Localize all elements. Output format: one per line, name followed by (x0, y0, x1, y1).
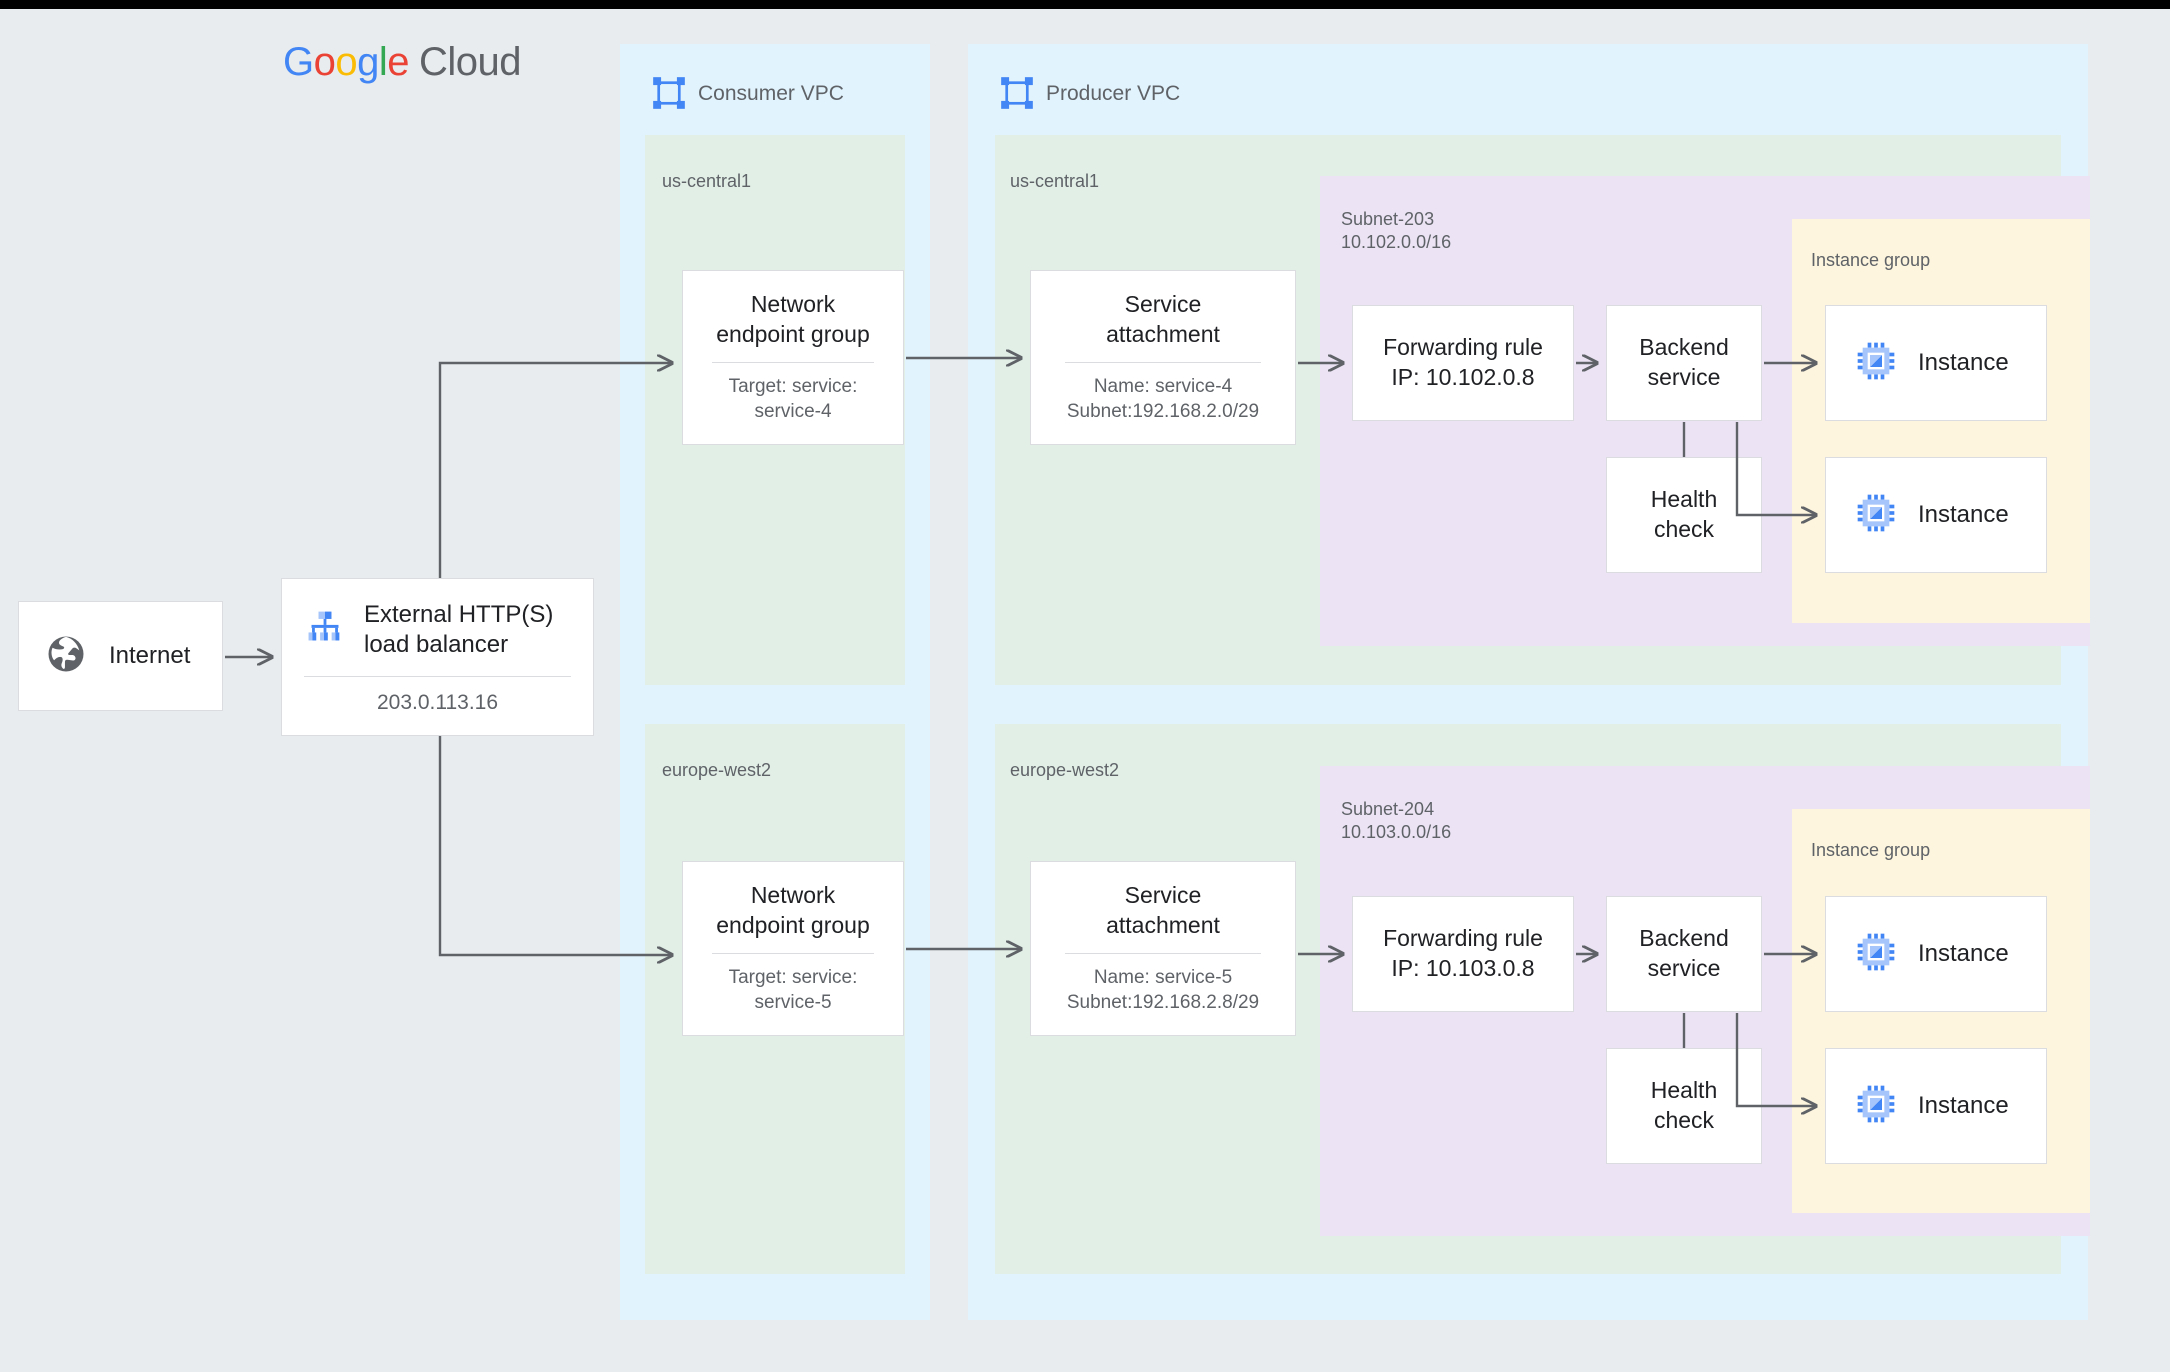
health-check-line1: Health (1650, 486, 1718, 513)
forwarding-rule-line1: Forwarding rule (1383, 925, 1543, 952)
forwarding-rule-203[interactable]: Forwarding rule IP: 10.102.0.8 (1352, 305, 1574, 421)
external-http-load-balancer-node[interactable]: External HTTP(S) load balancer 203.0.113… (281, 578, 594, 736)
logo-word-cloud: Cloud (419, 40, 522, 84)
producer-region-us-central1-label: us-central1 (1010, 171, 1100, 191)
internet-node[interactable]: Internet (18, 601, 223, 711)
card-divider (1065, 362, 1261, 364)
consumer-region-us-central1-label: us-central1 (662, 171, 752, 191)
instance-group-204-label: Instance group (1811, 840, 1931, 860)
forwarding-rule-line2: IP: 10.103.0.8 (1391, 955, 1535, 981)
globe-icon (45, 633, 87, 680)
instance-label: Instance (1918, 1092, 2009, 1119)
card-divider (1065, 953, 1261, 955)
top-black-bar-extension (240, 0, 2170, 5)
chip-icon (1856, 1084, 1896, 1129)
service-attachment-title-line1: Service (1124, 882, 1202, 909)
service-attachment-name: Name: service-4 (1093, 376, 1233, 398)
logo-letter-l: l (378, 40, 388, 84)
health-check-204[interactable]: Health check (1606, 1048, 1762, 1164)
health-check-203[interactable]: Health check (1606, 457, 1762, 573)
service-attachment-subnet: Subnet:192.168.2.0/29 (1066, 400, 1260, 422)
logo-letter-o1: o (313, 40, 336, 84)
network-endpoint-group-europe-west2[interactable]: Network endpoint group Target: service: … (682, 861, 904, 1036)
backend-service-line1: Backend (1639, 925, 1729, 952)
instance-label: Instance (1918, 501, 2009, 528)
backend-service-line2: service (1647, 364, 1721, 390)
network-endpoint-group-us-central1[interactable]: Network endpoint group Target: service: … (682, 270, 904, 445)
forwarding-rule-line2: IP: 10.102.0.8 (1391, 364, 1535, 390)
subnet-203-label: Subnet-203 10.102.0.0/16 (1341, 208, 1451, 253)
forwarding-rule-204[interactable]: Forwarding rule IP: 10.103.0.8 (1352, 896, 1574, 1012)
health-check-line2: check (1653, 1107, 1715, 1133)
load-balancer-label: External HTTP(S) load balancer (364, 600, 553, 660)
subnet-204-label: Subnet-204 10.103.0.0/16 (1341, 798, 1451, 843)
vpc-icon (998, 74, 1036, 112)
backend-service-204[interactable]: Backend service (1606, 896, 1762, 1012)
instance-204-1[interactable]: Instance (1825, 896, 2047, 1012)
health-check-line1: Health (1650, 1077, 1718, 1104)
instance-203-1[interactable]: Instance (1825, 305, 2047, 421)
neg-title-line1: Network (750, 291, 836, 318)
service-attachment-name: Name: service-5 (1093, 967, 1233, 989)
subnet-203-cidr: 10.102.0.0/16 (1341, 231, 1452, 252)
chip-icon (1856, 493, 1896, 538)
service-attachment-us-central1[interactable]: Service attachment Name: service-4 Subne… (1030, 270, 1296, 445)
lb-header-row: External HTTP(S) load balancer (304, 600, 571, 660)
internet-label: Internet (109, 642, 191, 669)
logo-letter-G: G (283, 40, 314, 84)
card-divider (711, 362, 875, 364)
health-check-line2: check (1653, 516, 1715, 542)
instance-204-2[interactable]: Instance (1825, 1048, 2047, 1164)
logo-letter-g: g (357, 40, 379, 84)
neg-title-line2: endpoint group (716, 912, 870, 939)
backend-service-line1: Backend (1639, 334, 1729, 361)
chip-icon (1856, 932, 1896, 977)
load-balancer-ip: 203.0.113.16 (376, 690, 499, 714)
subnet-203-name: Subnet-203 (1341, 209, 1435, 229)
producer-region-europe-west2-label: europe-west2 (1010, 760, 1120, 780)
backend-service-203[interactable]: Backend service (1606, 305, 1762, 421)
neg-sub-line2: service-5 (754, 991, 832, 1013)
producer-vpc-title: Producer VPC (1046, 82, 1181, 105)
service-attachment-subnet: Subnet:192.168.2.8/29 (1066, 991, 1260, 1013)
card-divider (711, 953, 875, 955)
neg-sub-line1: Target: service: (728, 376, 858, 398)
subnet-204-cidr: 10.103.0.0/16 (1341, 821, 1452, 842)
consumer-region-europe-west2-label: europe-west2 (662, 760, 772, 780)
instance-label: Instance (1918, 940, 2009, 967)
neg-sub-line2: service-4 (754, 400, 832, 422)
service-attachment-title-line2: attachment (1106, 912, 1220, 939)
instance-group-203-label: Instance group (1811, 250, 1931, 270)
logo-letter-e: e (387, 40, 410, 84)
chip-icon (1856, 341, 1896, 386)
load-balancer-label-line2: load balancer (364, 630, 509, 658)
logo-letter-o2: o (335, 40, 358, 84)
load-balancer-label-line1: External HTTP(S) (364, 600, 554, 628)
instance-203-2[interactable]: Instance (1825, 457, 2047, 573)
instance-label: Instance (1918, 349, 2009, 376)
neg-title-line2: endpoint group (716, 321, 870, 348)
service-attachment-europe-west2[interactable]: Service attachment Name: service-5 Subne… (1030, 861, 1296, 1036)
neg-title-line1: Network (750, 882, 836, 909)
vpc-icon (650, 74, 688, 112)
service-attachment-title-line1: Service (1124, 291, 1202, 318)
subnet-204-name: Subnet-204 (1341, 799, 1435, 819)
load-balancer-icon (304, 606, 346, 653)
backend-service-line2: service (1647, 955, 1721, 981)
card-divider (304, 675, 571, 677)
service-attachment-title-line2: attachment (1106, 321, 1220, 348)
neg-sub-line1: Target: service: (728, 967, 858, 989)
consumer-vpc-title: Consumer VPC (698, 82, 844, 105)
forwarding-rule-line1: Forwarding rule (1383, 334, 1543, 361)
